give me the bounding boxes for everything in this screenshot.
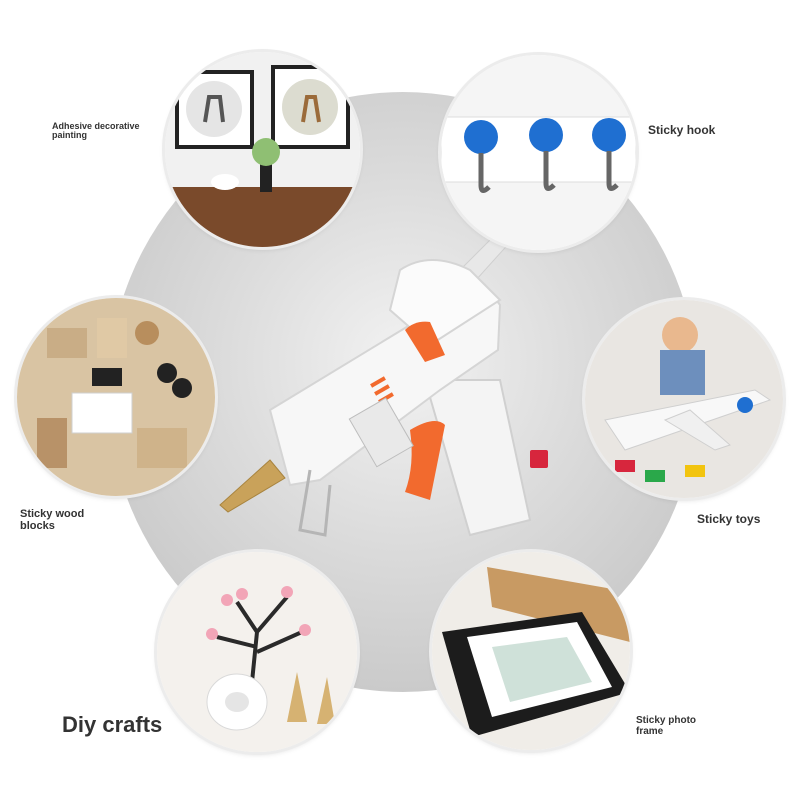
- hook-caption: Sticky hook: [648, 123, 716, 137]
- hot-glue-gun-icon: [200, 230, 580, 560]
- wood-blocks-icon: [17, 298, 215, 496]
- wood-caption: Sticky wood blocks: [20, 508, 85, 532]
- painting-caption: Adhesive decorative painting: [52, 121, 140, 141]
- toys-bubble: [585, 300, 783, 498]
- hook-bubble: [441, 55, 636, 250]
- diy-bubble: [157, 552, 357, 752]
- toys-caption: Sticky toys: [697, 512, 761, 526]
- wall-hooks-icon: [441, 55, 636, 250]
- frame-caption: Sticky photo frame: [636, 715, 697, 737]
- diy-caption: Diy crafts: [62, 712, 163, 737]
- photo-frame-icon: [432, 552, 630, 750]
- toy-airplane-icon: [585, 300, 783, 498]
- wood-bubble: [17, 298, 215, 496]
- framed-deer-painting-icon: [165, 52, 360, 247]
- plum-blossom-craft-icon: [157, 552, 357, 752]
- painting-bubble: [165, 52, 360, 247]
- frame-bubble: [432, 552, 630, 750]
